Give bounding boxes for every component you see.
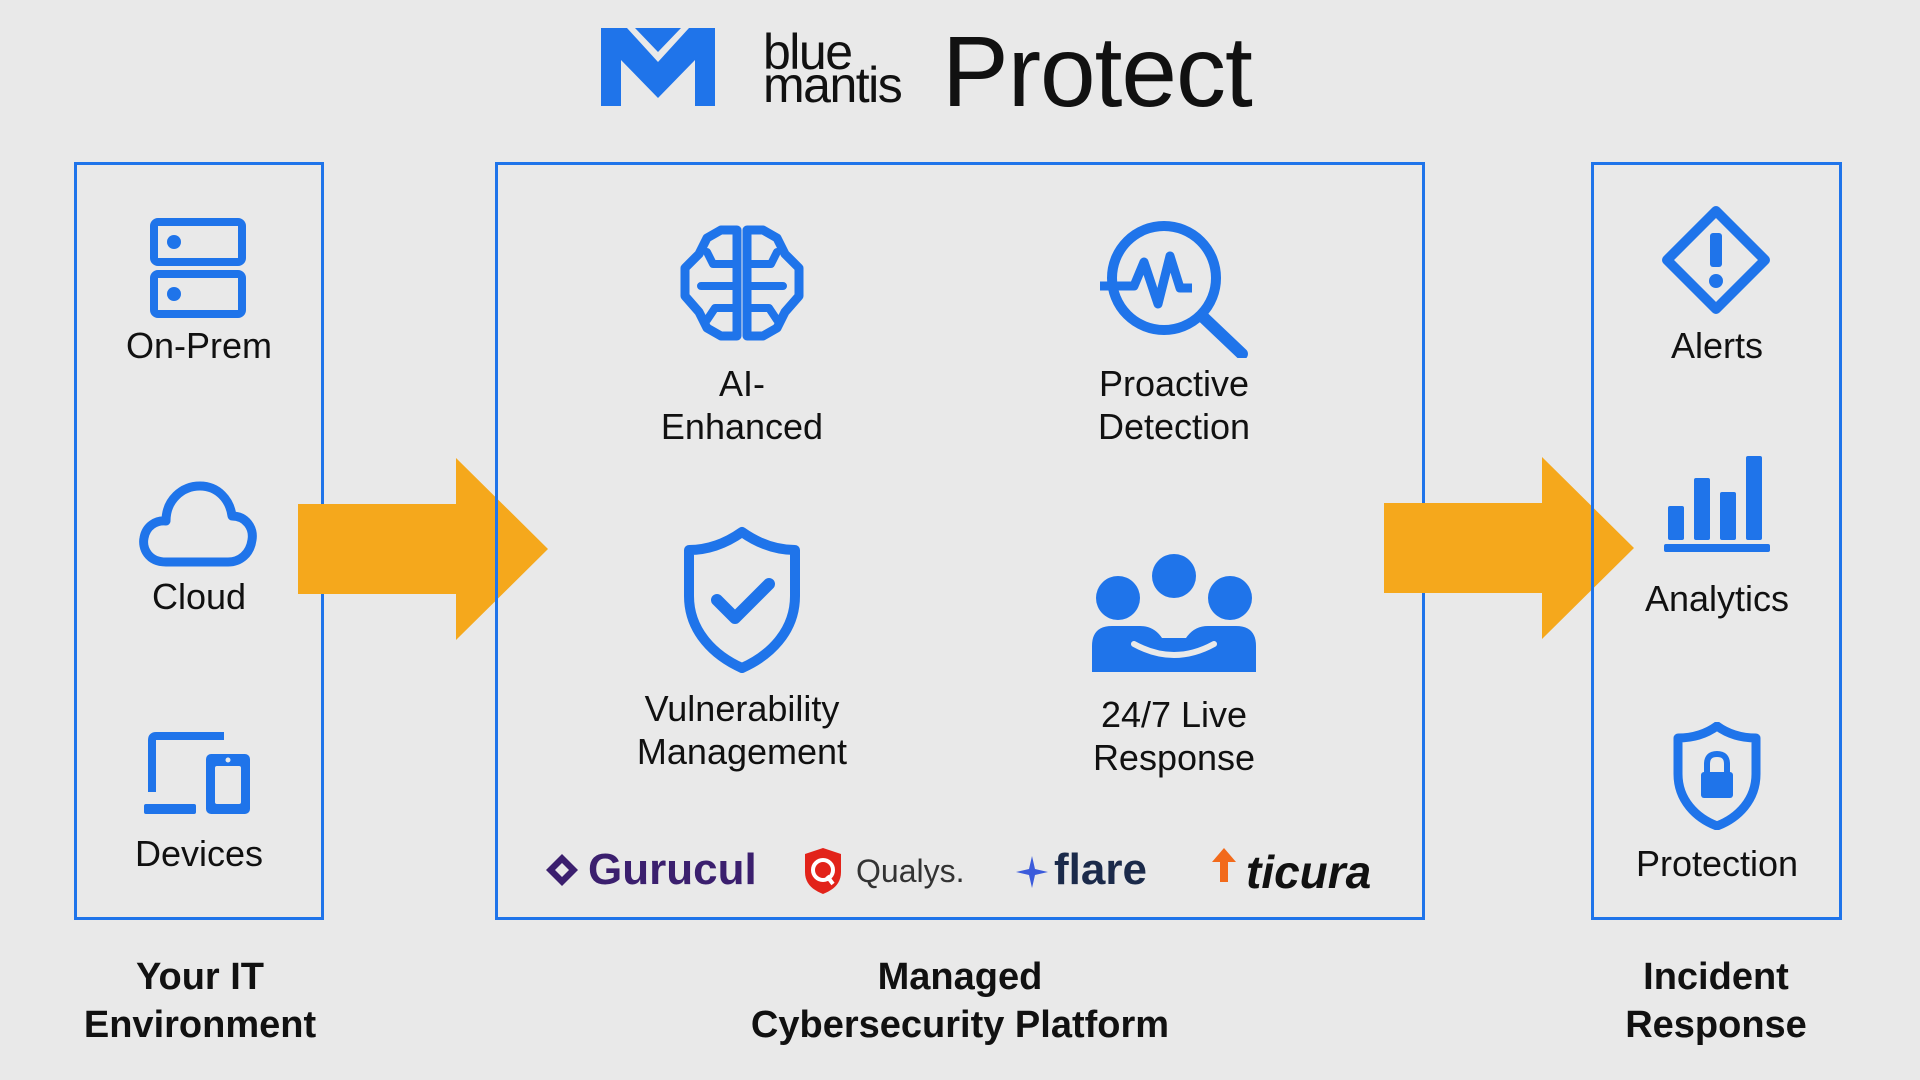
incident-response-caption-line2: Response (1625, 1004, 1807, 1046)
on-prem-label: On-Prem (125, 325, 273, 366)
partner-gurucul: Gurucul (588, 845, 757, 894)
ai-enhanced-label-line1: AI- (718, 363, 765, 404)
blue-mantis-logo-icon (597, 26, 719, 110)
devices-icon (144, 732, 254, 818)
incident-response-panel (1591, 162, 1842, 920)
cloud-icon (138, 480, 258, 570)
proactive-detection-label-line2: Detection (1097, 406, 1251, 447)
page-title: Protect (942, 16, 1253, 128)
bar-chart-icon (1664, 454, 1770, 552)
shield-check-icon (681, 526, 803, 674)
live-response-label-line1: 24/7 Live (1100, 694, 1248, 735)
flow-arrow-right-icon (298, 458, 548, 640)
cloud-label: Cloud (151, 576, 247, 617)
partner-flare: flare (1054, 845, 1147, 894)
devices-label: Devices (134, 833, 264, 874)
vulnerability-management-label-line2: Management (636, 731, 848, 772)
ticura-logo-icon (1210, 846, 1242, 884)
it-environment-caption-line2: Environment (83, 1004, 317, 1046)
live-response-label-line2: Response (1092, 737, 1256, 778)
proactive-detection-label-line1: Proactive (1098, 363, 1250, 404)
ai-enhanced-label-line2: Enhanced (660, 406, 824, 447)
alert-diamond-icon (1661, 205, 1771, 315)
team-icon (1092, 554, 1256, 672)
brain-icon (677, 224, 807, 342)
brand-name-line2: mantis (763, 57, 903, 113)
incident-response-caption-line1: Incident (1643, 956, 1789, 998)
flare-logo-icon (1014, 854, 1050, 890)
managed-platform-panel (495, 162, 1425, 920)
partner-ticura: ticura (1246, 846, 1372, 898)
flow-arrow-right-icon (1384, 457, 1634, 639)
gurucul-logo-icon (544, 852, 580, 888)
platform-caption-line1: Managed (877, 956, 1043, 998)
platform-caption-line2: Cybersecurity Platform (750, 1004, 1170, 1046)
server-icon (150, 218, 246, 318)
protection-label: Protection (1635, 843, 1799, 884)
vulnerability-management-label-line1: Vulnerability (644, 688, 840, 729)
alerts-label: Alerts (1670, 325, 1764, 366)
shield-lock-icon (1672, 722, 1762, 830)
brand-name-line1: blue (763, 24, 853, 80)
search-pulse-icon (1100, 216, 1250, 358)
partner-qualys: Qualys. (856, 853, 965, 889)
qualys-logo-icon (801, 846, 845, 896)
it-environment-caption-line1: Your IT (135, 956, 265, 998)
analytics-label: Analytics (1644, 578, 1790, 619)
